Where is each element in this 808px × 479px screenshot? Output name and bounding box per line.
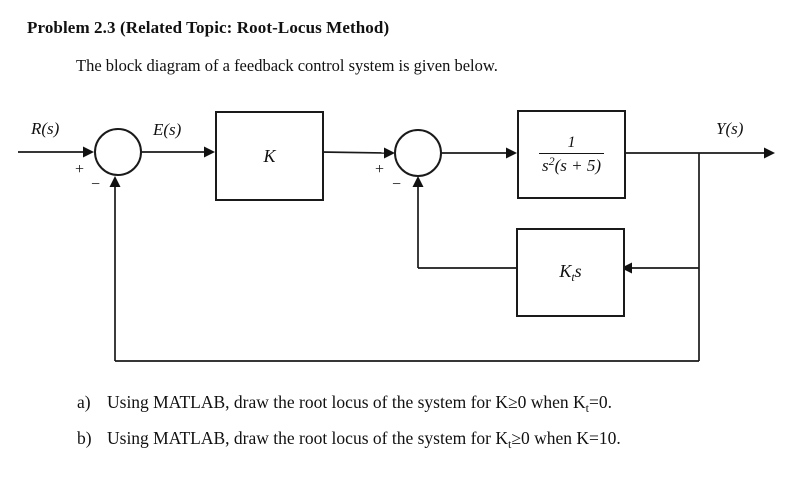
gain-block-label: K [263,145,276,166]
arrowhead-into-sj1 [83,146,94,158]
problem-description: The block diagram of a feedback control … [76,56,498,75]
gain-output-line [319,151,387,154]
arrowhead-into-sj2-bottom [412,176,424,187]
input-signal-label: R(s) [31,119,60,138]
arrowhead-into-sj2 [384,147,395,159]
item-b-marker: b) [77,428,92,448]
task-item-b: b)Using MATLAB, draw the root locus of t… [77,428,621,451]
plant-numerator: 1 [567,133,576,151]
plant-block: 1 s2(s + 5) [517,110,626,199]
item-a-marker: a) [77,392,91,412]
arrowhead-output [764,147,775,159]
error-signal-label: E(s) [153,120,182,139]
arrowhead-into-plant [506,147,517,159]
plant-transfer-function: 1 s2(s + 5) [538,133,605,176]
sj2-minus-sign: − [392,176,402,193]
sj2-plus-sign: + [375,161,385,178]
problem-title: Problem 2.3 (Related Topic: Root-Locus M… [27,18,390,37]
gain-block: K [215,111,324,201]
sj1-plus-sign: + [75,161,85,178]
sj1-minus-sign: − [91,176,101,193]
arrowhead-into-feedback-block [621,262,632,274]
arrowhead-into-gain [204,146,215,158]
output-signal-label: Y(s) [716,119,744,138]
summing-junction-1 [94,128,142,176]
arrowhead-into-sj1-bottom [109,176,121,187]
plant-denominator: s2(s + 5) [538,152,605,176]
task-item-a: a)Using MATLAB, draw the root locus of t… [77,392,612,415]
rate-feedback-block: Kts [516,228,625,317]
rate-feedback-label: Kts [559,260,582,284]
summing-junction-2 [394,129,442,177]
